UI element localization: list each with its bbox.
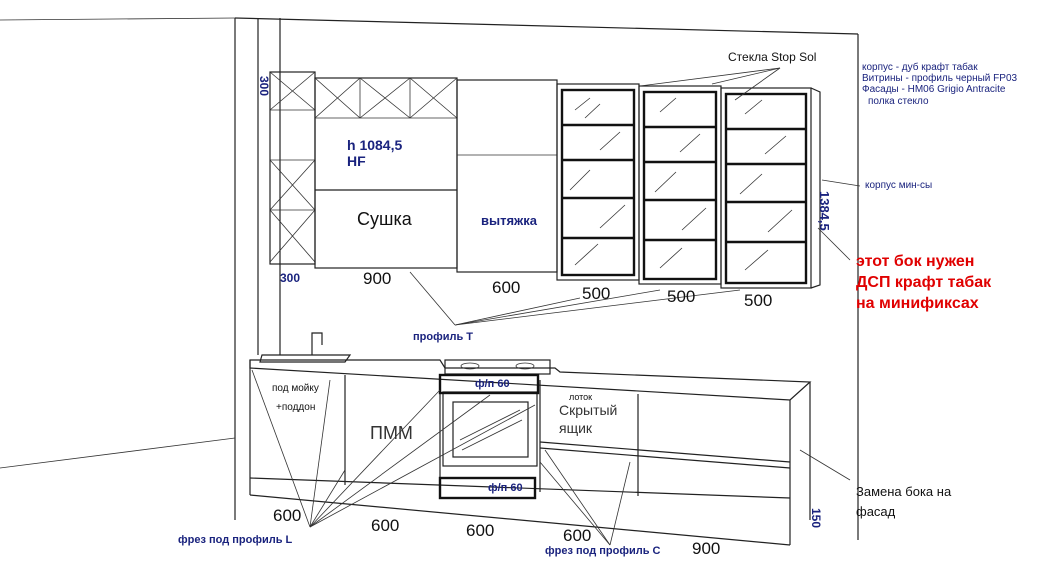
hood-label: вытяжка [481, 213, 537, 228]
tray-label: лоток [569, 392, 593, 402]
replace-side-1: Замена бока на [856, 484, 952, 499]
note-line-1: корпус - дуб крафт табак [862, 62, 978, 73]
dishwasher-label: ПММ [370, 423, 413, 443]
upper-dim-600: 600 [492, 278, 521, 297]
upper-leaders [409, 67, 861, 326]
replace-side-2: фасад [856, 504, 896, 519]
hidden-drawer-1: Скрытый [559, 402, 618, 418]
dim-300-top: 300 [257, 76, 271, 97]
dim-300-left: 300 [280, 271, 301, 285]
height-label: h 1084,5 [347, 137, 403, 153]
note-line-4: полка стекло [868, 96, 929, 107]
upper-dim-500-b: 500 [667, 287, 696, 306]
dim-1384: 1384,5 [817, 191, 832, 231]
lower-dim-900: 900 [692, 539, 721, 558]
warning-line-1: этот бок нужен [856, 253, 975, 270]
upper-dim-500-c: 500 [744, 291, 773, 310]
lower-cabinets [249, 332, 812, 546]
note-line-3: Фасады - HM06 Grigio Antracite [862, 84, 1006, 95]
upper-hood-cabinet [456, 79, 558, 273]
lower-dim-600-b: 600 [371, 516, 400, 535]
upper-dryer-cabinet [314, 77, 458, 269]
upper-dim-500-a: 500 [582, 284, 611, 303]
lower-dim-600-c: 600 [466, 521, 495, 540]
hf-label: HF [347, 153, 366, 169]
warning-line-2: ДСП крафт табак [856, 274, 992, 291]
sink-note-1: под мойку [272, 383, 319, 394]
lower-dim-600-d: 600 [563, 526, 592, 545]
upper-dim-900: 900 [363, 269, 392, 288]
hidden-drawer-2: ящик [559, 420, 593, 436]
warning-line-3: на минификсах [856, 295, 979, 312]
profile-c-label: фрез под профиль С [545, 545, 661, 557]
dryer-label: Сушка [357, 209, 412, 229]
sink-note-2: +поддон [276, 402, 316, 413]
fp60-top: ф/п 60 [475, 378, 510, 390]
note-body-min: корпус мин-сы [865, 180, 933, 191]
dim-150: 150 [809, 508, 823, 529]
note-line-2: Витрины - профиль черный FP03 [862, 73, 1018, 84]
profile-l-label: фрез под профиль L [178, 534, 293, 546]
lower-dim-600-a: 600 [273, 506, 302, 525]
upper-showcases [556, 83, 821, 289]
lower-leaders [251, 369, 851, 546]
glass-label: Стекла Stop Sol [728, 50, 817, 64]
fp60-bottom: ф/п 60 [488, 482, 523, 494]
wall [0, 17, 859, 540]
upper-rack-cabinet [269, 71, 316, 265]
profile-t-label: профиль Т [413, 331, 473, 343]
